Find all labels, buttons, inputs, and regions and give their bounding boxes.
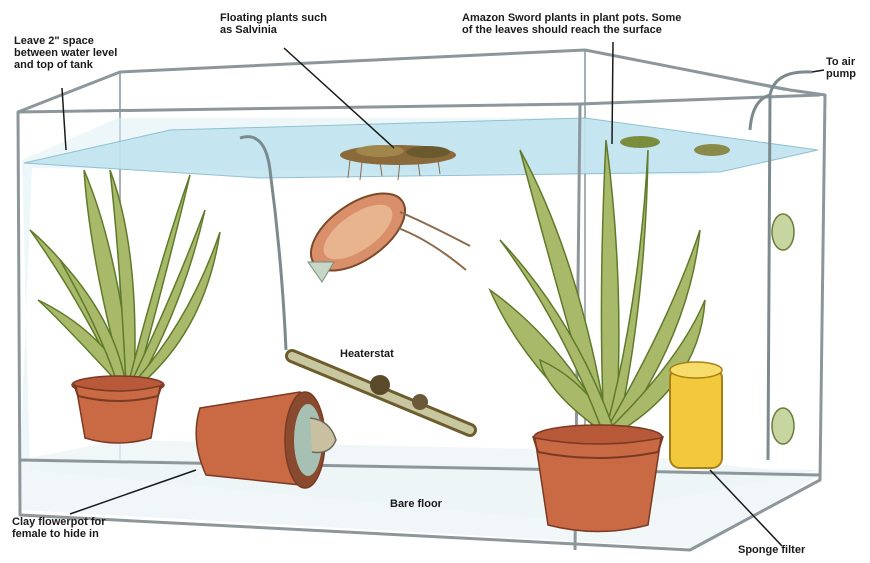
label-water-gap: Leave 2" space between water level and t… bbox=[14, 35, 117, 71]
left-plant-pot bbox=[72, 376, 164, 443]
label-floating-plants: Floating plants such as Salvinia bbox=[220, 12, 327, 36]
label-amazon-sword: Amazon Sword plants in plant pots. Some … bbox=[462, 12, 681, 36]
label-bare-floor: Bare floor bbox=[390, 498, 442, 510]
label-heaterstat: Heaterstat bbox=[340, 348, 394, 360]
sponge-filter-device bbox=[670, 362, 722, 468]
left-amazon-sword-plant bbox=[30, 170, 220, 385]
suction-cups bbox=[772, 214, 794, 444]
label-clay-flowerpot: Clay flowerpot for female to hide in bbox=[12, 516, 106, 540]
label-sponge-filter: Sponge filter bbox=[738, 544, 805, 556]
label-air-pump: To air pump bbox=[826, 56, 856, 80]
right-plant-pot bbox=[533, 425, 663, 532]
air-line-tube bbox=[750, 72, 812, 460]
clay-flowerpot-on-side bbox=[196, 392, 336, 488]
fish bbox=[298, 178, 470, 286]
